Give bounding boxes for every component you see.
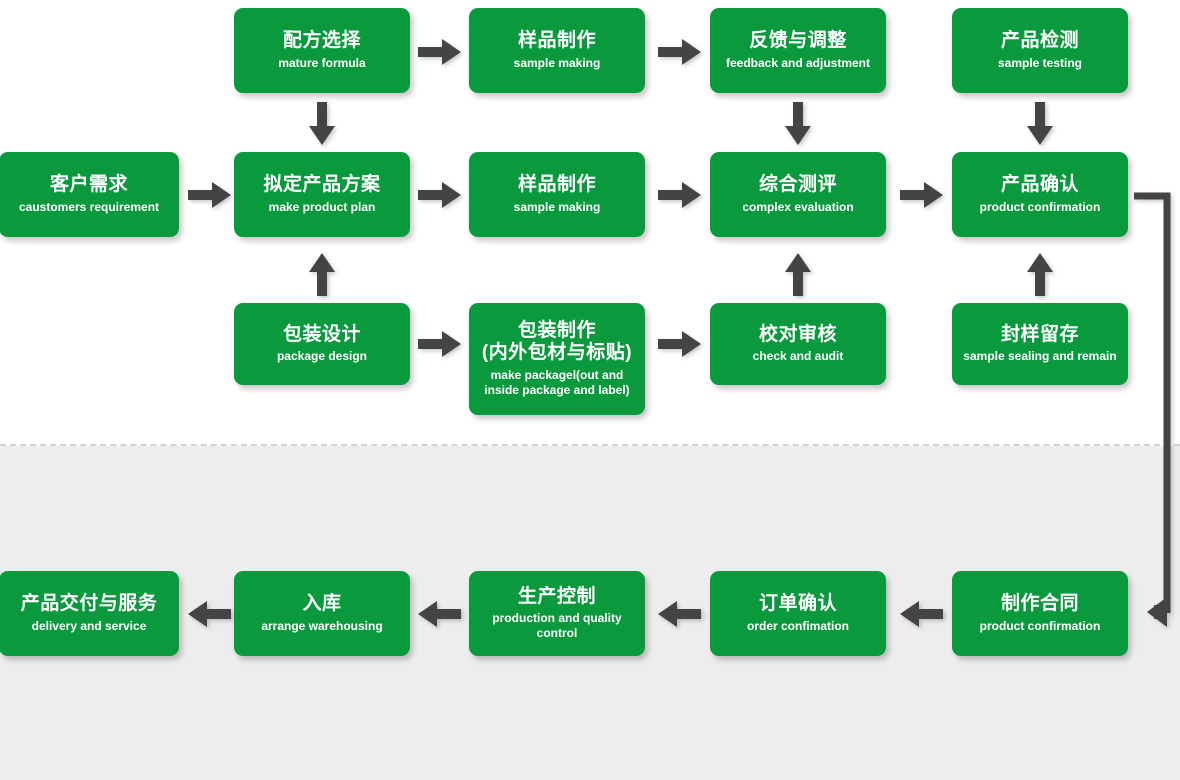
- arrow-right-evaluation-to-confirmation: [900, 181, 944, 209]
- arrow-down-formula-to-plan: [308, 102, 336, 146]
- node-title-en: sample making: [513, 55, 601, 70]
- node-delivery-service[interactable]: 产品交付与服务 delivery and service: [0, 571, 179, 656]
- node-title-cn: 封样留存: [1000, 323, 1079, 345]
- node-title-en: mature formula: [278, 55, 366, 70]
- node-title-cn: 样品制作: [517, 174, 596, 196]
- arrow-left-warehousing-to-delivery: [188, 600, 232, 628]
- node-title-cn: 订单确认: [758, 593, 837, 615]
- node-title-en: sample making: [513, 199, 601, 214]
- node-sample-making-mid[interactable]: 样品制作 sample making: [469, 152, 645, 237]
- node-warehousing[interactable]: 入库 arrange warehousing: [234, 571, 410, 656]
- node-complex-evaluation[interactable]: 综合测评 complex evaluation: [710, 152, 886, 237]
- node-title-cn: 包装制作: [517, 319, 596, 341]
- node-order-confirmation[interactable]: 订单确认 order confimation: [710, 571, 886, 656]
- node-title-en: production and quality control: [492, 611, 622, 641]
- arrow-right-requirement-to-plan: [188, 181, 232, 209]
- node-customer-requirement[interactable]: 客户需求 caustomers requirement: [0, 152, 179, 237]
- node-product-confirmation[interactable]: 产品确认 product confirmation: [952, 152, 1128, 237]
- section-divider: [0, 444, 1180, 446]
- node-package-making[interactable]: 包装制作 (内外包材与标贴) make packagel(out and ins…: [469, 303, 645, 415]
- arrow-up-sealing-to-confirmation: [1026, 252, 1054, 296]
- node-title-en: arrange warehousing: [261, 618, 383, 633]
- arrow-up-package-to-plan: [308, 252, 336, 296]
- arrow-up-audit-to-evaluation: [784, 252, 812, 296]
- node-subtitle-cn: (内外包材与标贴): [481, 342, 633, 363]
- arrow-left-contract-to-order: [900, 600, 944, 628]
- node-title-en: package design: [276, 349, 368, 364]
- arrow-left-production-to-warehousing: [418, 600, 462, 628]
- node-title-cn: 样品制作: [517, 30, 596, 52]
- node-title-en: delivery and service: [31, 618, 147, 633]
- node-package-design[interactable]: 包装设计 package design: [234, 303, 410, 385]
- node-title-en: complex evaluation: [742, 199, 854, 214]
- arrow-right-plan-to-sample: [418, 181, 462, 209]
- arrow-right-formula-to-sample: [418, 38, 462, 66]
- arrow-right-making-to-audit: [658, 330, 702, 358]
- node-make-product-plan[interactable]: 拟定产品方案 make product plan: [234, 152, 410, 237]
- arrow-right-design-to-making: [418, 330, 462, 358]
- arrow-down-feedback-to-evaluation: [784, 102, 812, 146]
- node-title-cn: 产品确认: [1000, 174, 1079, 196]
- node-title-en: feedback and adjustment: [725, 55, 871, 70]
- node-title-en: product confirmation: [979, 199, 1101, 214]
- node-title-en: sample sealing and remain: [963, 349, 1117, 364]
- node-title-cn: 入库: [302, 593, 342, 615]
- node-formula-selection[interactable]: 配方选择 mature formula: [234, 8, 410, 93]
- node-title-en: product confirmation: [979, 618, 1101, 633]
- node-title-cn: 产品交付与服务: [20, 593, 158, 615]
- node-title-en: sample testing: [997, 55, 1083, 70]
- node-title-en: order confimation: [746, 618, 849, 633]
- node-check-audit[interactable]: 校对审核 check and audit: [710, 303, 886, 385]
- node-title-en: check and audit: [752, 349, 844, 364]
- connector-confirmation-to-contract: [1120, 175, 1180, 645]
- node-title-en: make product plan: [268, 199, 376, 214]
- node-title-cn: 制作合同: [1000, 593, 1079, 615]
- arrow-right-sample-to-feedback: [658, 38, 702, 66]
- arrow-right-sample-to-evaluation: [658, 181, 702, 209]
- node-title-en: make packagel(out and inside package and…: [484, 368, 630, 398]
- node-title-cn: 反馈与调整: [749, 30, 847, 52]
- node-title-cn: 综合测评: [758, 174, 837, 196]
- node-title-cn: 配方选择: [282, 30, 361, 52]
- node-sample-sealing[interactable]: 封样留存 sample sealing and remain: [952, 303, 1128, 385]
- node-product-testing[interactable]: 产品检测 sample testing: [952, 8, 1128, 93]
- node-title-cn: 拟定产品方案: [263, 174, 381, 196]
- node-title-cn: 生产控制: [517, 585, 596, 607]
- arrow-left-order-to-production: [658, 600, 702, 628]
- node-title-cn: 产品检测: [1000, 30, 1079, 52]
- node-sample-making-top[interactable]: 样品制作 sample making: [469, 8, 645, 93]
- node-make-contract[interactable]: 制作合同 product confirmation: [952, 571, 1128, 656]
- node-feedback-adjustment[interactable]: 反馈与调整 feedback and adjustment: [710, 8, 886, 93]
- node-title-cn: 包装设计: [282, 323, 361, 345]
- node-production-control[interactable]: 生产控制 production and quality control: [469, 571, 645, 656]
- node-title-cn: 客户需求: [49, 174, 128, 196]
- node-title-cn: 校对审核: [758, 323, 837, 345]
- arrow-down-testing-to-confirmation: [1026, 102, 1054, 146]
- node-title-en: caustomers requirement: [18, 199, 160, 214]
